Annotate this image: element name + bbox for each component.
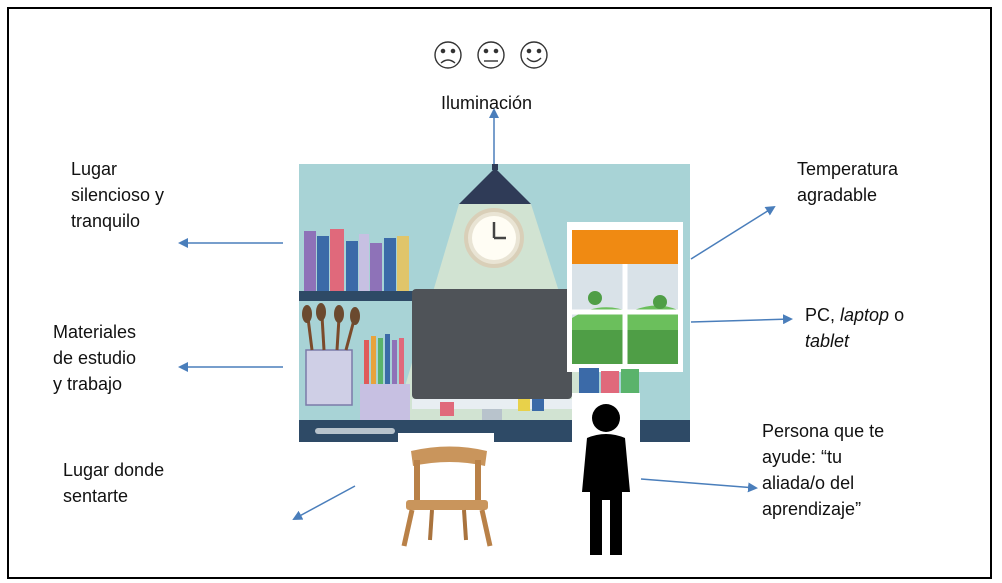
label-iluminacion: Iluminación bbox=[441, 93, 533, 113]
label-lugar-sentarte: Lugar donde sentarte bbox=[63, 460, 165, 506]
arrow-pc bbox=[690, 314, 793, 325]
window bbox=[567, 222, 683, 372]
lamp-icon bbox=[459, 168, 531, 204]
diagram-frame bbox=[7, 7, 992, 579]
chair-icon bbox=[398, 433, 494, 553]
happy-face-icon bbox=[520, 41, 548, 69]
neutral-face-icon bbox=[477, 41, 505, 69]
bookshelf bbox=[299, 229, 419, 301]
label-materiales: Materiales de estudio y trabajo bbox=[53, 322, 137, 394]
clock-icon bbox=[464, 208, 524, 268]
label-pc: PC, laptop o tablet bbox=[805, 305, 905, 351]
computer-monitor bbox=[412, 289, 572, 423]
person-icon bbox=[572, 393, 640, 559]
arrow-lugar-sentarte bbox=[292, 485, 356, 520]
label-lugar-silencioso: Lugar silencioso y tranquilo bbox=[71, 159, 165, 231]
label-temperatura: Temperatura agradable bbox=[797, 159, 899, 205]
label-persona: Persona que te ayude: “tu aliada/o del a… bbox=[762, 421, 885, 519]
art-supplies bbox=[302, 303, 410, 424]
arrow-persona bbox=[640, 478, 758, 493]
sad-face-icon bbox=[434, 41, 462, 69]
arrow-temperatura bbox=[690, 205, 776, 260]
